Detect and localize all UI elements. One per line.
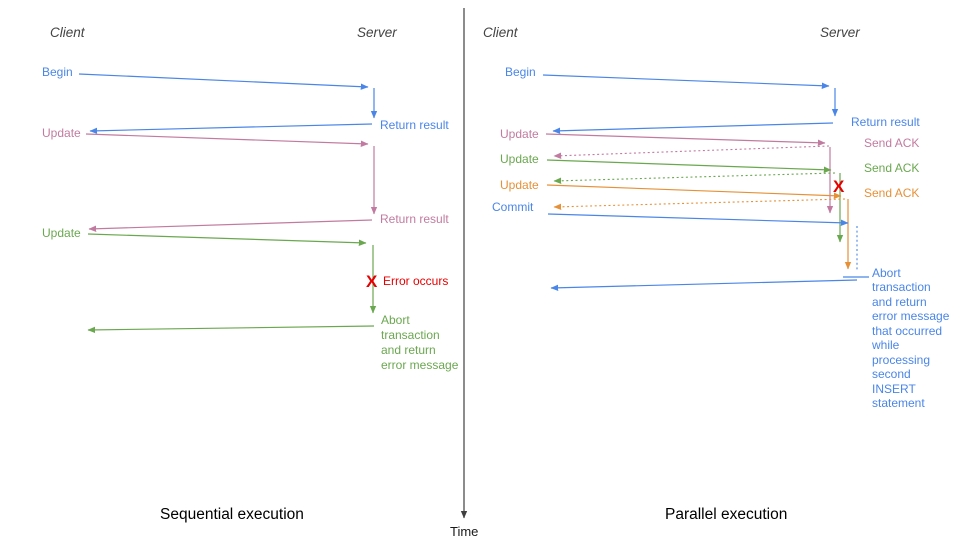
left-abort-line: and return (381, 343, 436, 357)
left-return-result-1-arrow (89, 123, 373, 135)
right-abort-line: while (871, 338, 900, 352)
left-update-1-label: Update (42, 126, 81, 140)
right-return-result-arrow (552, 122, 834, 135)
left-client-header: Client (50, 25, 86, 40)
left-return-result-1-label: Return result (380, 118, 449, 132)
left-abort-return-arrow (87, 325, 375, 334)
left-abort-message: Abort transaction and return error messa… (381, 313, 459, 372)
left-update-1-request-arrow (85, 133, 369, 147)
right-panel-caption: Parallel execution (665, 506, 787, 523)
right-abort-line: Abort (872, 266, 901, 280)
left-update-2-request-arrow (87, 233, 367, 247)
right-update-2-label: Update (500, 152, 539, 166)
right-update-3-request-arrow (546, 184, 842, 199)
left-return-result-2-arrow (88, 219, 373, 233)
right-server-header: Server (820, 25, 860, 40)
right-send-ack-3-label: Send ACK (864, 186, 919, 200)
right-abort-message: Abort transaction and return error messa… (871, 266, 950, 410)
left-begin-label: Begin (42, 65, 73, 79)
right-send-ack-1-arrow (553, 145, 830, 159)
right-send-ack-2-label: Send ACK (864, 161, 919, 175)
right-abort-line: transaction (872, 280, 931, 294)
right-commit-label: Commit (492, 200, 534, 214)
right-abort-line: that occurred (872, 324, 942, 338)
right-abort-line: and return (872, 295, 927, 309)
right-return-result-label: Return result (851, 115, 920, 129)
left-return-result-2-label: Return result (380, 212, 449, 226)
left-update-2-label: Update (42, 226, 81, 240)
right-error-x-icon: X (833, 177, 845, 196)
right-update-3-label: Update (500, 178, 539, 192)
right-send-ack-3-arrow (553, 198, 846, 211)
sequential-execution-panel: Client Server Begin Return result Update… (42, 25, 459, 523)
right-abort-line: second (872, 367, 911, 381)
right-client-header: Client (483, 25, 519, 40)
left-abort-line: Abort (381, 313, 410, 327)
right-update-1-request-arrow (545, 133, 826, 147)
right-abort-line: error message (872, 309, 950, 323)
right-update-2-request-arrow (546, 159, 832, 173)
right-begin-request-arrow (542, 74, 830, 89)
right-begin-label: Begin (505, 65, 536, 79)
left-panel-caption: Sequential execution (160, 506, 304, 523)
right-abort-line: processing (872, 353, 930, 367)
right-commit-request-arrow (547, 213, 849, 227)
right-abort-return-arrow (550, 279, 858, 292)
left-abort-line: error message (381, 358, 459, 372)
right-abort-line: INSERT (872, 382, 916, 396)
parallel-execution-panel: Client Server Begin Return result Update… (483, 25, 950, 523)
left-abort-line: transaction (381, 328, 440, 342)
right-update-1-label: Update (500, 127, 539, 141)
left-server-header: Server (357, 25, 397, 40)
left-begin-request-arrow (78, 73, 369, 90)
right-abort-line: statement (872, 396, 925, 410)
right-send-ack-2-arrow (553, 172, 836, 185)
right-send-ack-1-label: Send ACK (864, 136, 919, 150)
time-axis-label: Time (450, 524, 478, 539)
left-error-occurs-label: Error occurs (383, 274, 448, 288)
time-axis: Time (450, 8, 478, 539)
left-error-x-icon: X (366, 272, 378, 291)
